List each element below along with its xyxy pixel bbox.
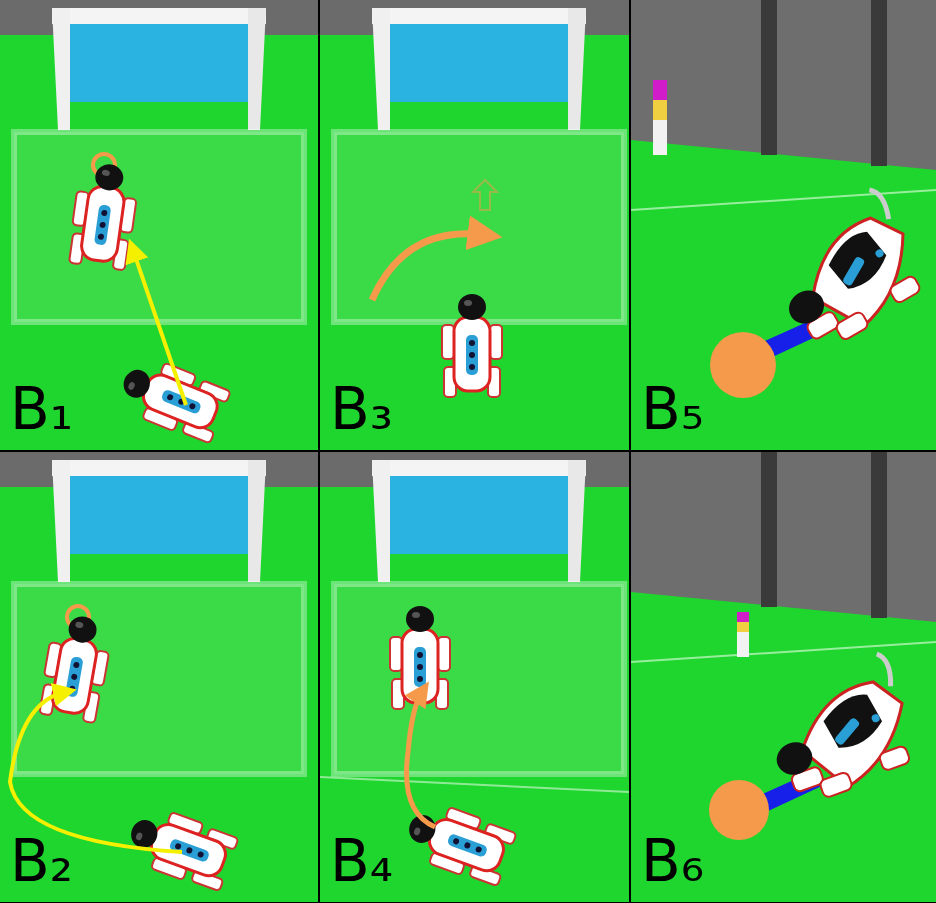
panel-label: B₄ bbox=[330, 832, 393, 890]
panel-label: B₅ bbox=[641, 380, 704, 438]
scene-panel bbox=[631, 452, 936, 902]
scene-panel bbox=[631, 0, 936, 450]
panel-label: B₆ bbox=[641, 832, 704, 890]
panel-label: B₃ bbox=[330, 380, 393, 438]
panel-label: B₁ bbox=[10, 380, 73, 438]
scene-panel bbox=[320, 452, 638, 902]
scene-panel bbox=[0, 0, 318, 450]
panel-label: B₂ bbox=[10, 832, 73, 890]
scene-panel bbox=[0, 452, 318, 902]
scene-panel bbox=[320, 0, 638, 450]
